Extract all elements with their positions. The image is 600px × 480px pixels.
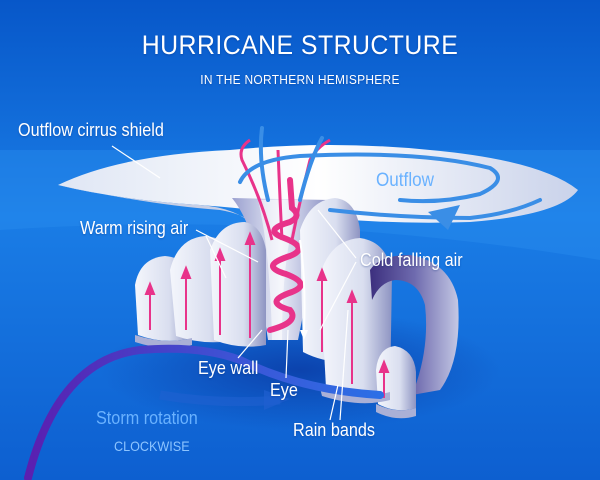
leader-lines xyxy=(111,145,357,421)
outflow-arrows xyxy=(238,126,542,221)
label-outflow: Outflow xyxy=(376,170,434,191)
label-rain-bands: Rain bands xyxy=(293,420,375,440)
label-storm-rotation: Storm rotation xyxy=(96,408,198,428)
storm-rotation-arrow xyxy=(24,344,384,480)
warm-air-arrows xyxy=(144,231,390,398)
label-rotation-direction: CLOCKWISE xyxy=(114,438,190,454)
label-warm-rising-air: Warm rising air xyxy=(80,218,189,238)
rain-band-left-3 xyxy=(210,222,266,347)
page-subtitle: IN THE NORTHERN HEMISPHERE xyxy=(200,72,400,87)
label-cold-falling-air: Cold falling air xyxy=(360,250,463,270)
rain-band-right-3 xyxy=(370,255,459,395)
label-eye: Eye xyxy=(270,380,298,400)
label-eye-wall: Eye wall xyxy=(198,358,259,378)
outflow-arrowhead xyxy=(428,205,460,230)
cirrus-shield xyxy=(58,145,578,223)
label-outflow-cirrus-shield: Outflow cirrus shield xyxy=(18,120,164,140)
eye-wall-spiral xyxy=(267,177,304,333)
page-title: HURRICANE STRUCTURE xyxy=(141,30,459,60)
